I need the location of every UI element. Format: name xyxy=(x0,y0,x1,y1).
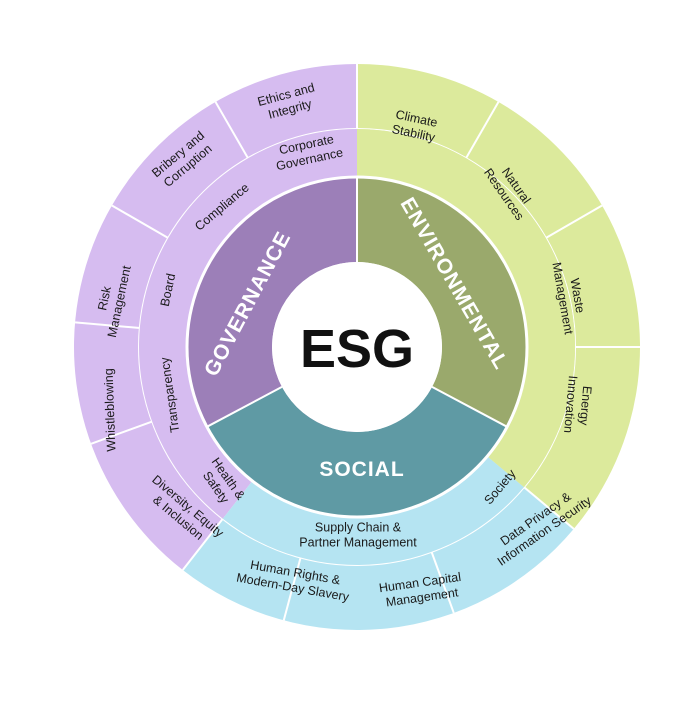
center-hub: ESG xyxy=(272,262,442,432)
outer-item-7-line: Innovation xyxy=(561,375,580,434)
pillar-environmental xyxy=(357,177,527,427)
pillar-ring xyxy=(185,175,529,519)
center-label: ESG xyxy=(300,319,414,379)
pillar-label-social-line: SOCIAL xyxy=(319,458,404,481)
outer-item-6-line: Waste xyxy=(567,277,587,314)
outer-divider xyxy=(181,518,224,571)
center-circle xyxy=(272,262,442,432)
pillar-divider xyxy=(206,386,283,428)
middle-item-5: Supply Chain &Partner Management xyxy=(299,521,417,550)
outer-divider xyxy=(545,204,603,239)
outer-divider xyxy=(214,101,249,159)
pillar-label-social: SOCIAL xyxy=(319,458,404,481)
outer-item-7-line: Energy xyxy=(577,385,594,426)
middle-item-5-line: Supply Chain & xyxy=(315,521,402,535)
pillar-social xyxy=(206,386,508,518)
middle-item-2: Board xyxy=(158,272,179,308)
outer-item-2-line: Risk xyxy=(95,284,114,311)
middle-social-band xyxy=(222,456,524,565)
outer-governance-band xyxy=(73,63,357,571)
pillar-governance xyxy=(187,177,357,347)
outer-divider xyxy=(90,420,153,445)
outer-divider xyxy=(111,204,169,239)
outer-item-3: Whistleblowing xyxy=(102,368,119,452)
outer-divider xyxy=(282,557,302,621)
pillar-divider xyxy=(431,386,508,428)
middle-item-5-line: Partner Management xyxy=(299,536,417,550)
outer-divider xyxy=(430,551,455,614)
outer-social-band xyxy=(182,487,574,630)
outer-environmental-band xyxy=(357,64,640,529)
middle-item-2-line: Board xyxy=(158,272,179,308)
outer-item-3-line: Whistleblowing xyxy=(102,368,119,452)
outer-divider xyxy=(74,321,140,329)
middle-governance-band xyxy=(139,129,357,519)
outer-divider xyxy=(523,486,575,530)
outer-divider xyxy=(465,101,500,159)
